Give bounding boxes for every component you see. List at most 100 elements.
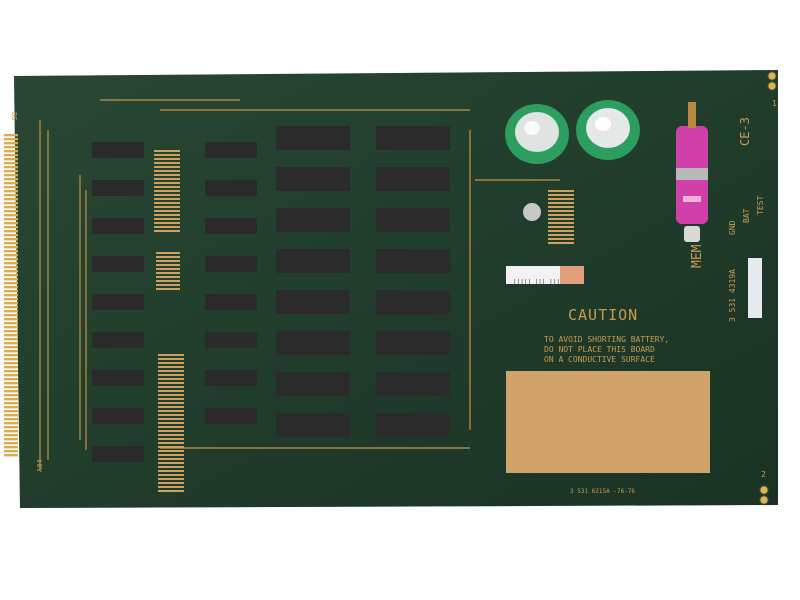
connector-finger xyxy=(4,274,18,277)
connector-finger xyxy=(4,270,18,273)
resistor xyxy=(156,264,180,266)
connector-finger xyxy=(4,174,18,177)
memory-chip xyxy=(376,208,450,232)
connector-finger xyxy=(4,402,18,405)
connector-finger xyxy=(4,242,18,245)
connector-finger xyxy=(4,230,18,233)
resistor xyxy=(154,170,180,172)
logic-chips-middle xyxy=(205,142,257,424)
resistor xyxy=(158,418,184,420)
resistor xyxy=(158,474,184,476)
memory-chip xyxy=(376,290,450,314)
barcode-text: ||||| ||| ||| xyxy=(513,279,560,286)
connector-finger xyxy=(4,162,18,165)
memory-chip xyxy=(376,372,450,396)
connector-finger xyxy=(4,322,18,325)
resistor xyxy=(158,386,184,388)
bat-label: BAT xyxy=(742,208,751,223)
connector-finger xyxy=(4,358,18,361)
resistor xyxy=(154,194,180,196)
resistor xyxy=(548,194,574,196)
connector-finger xyxy=(4,398,18,401)
connector-finger xyxy=(4,258,18,261)
resistor xyxy=(158,362,184,364)
connector-finger xyxy=(4,354,18,357)
connector-finger xyxy=(4,442,18,445)
resistor xyxy=(158,378,184,380)
connector-finger xyxy=(4,218,18,221)
connector-finger xyxy=(4,362,18,365)
resistor xyxy=(548,226,574,228)
resistor xyxy=(548,198,574,200)
memory-chip xyxy=(276,167,350,191)
connector-finger xyxy=(4,282,18,285)
corner-label-2: 2 xyxy=(761,470,766,479)
logic-chip xyxy=(205,142,257,158)
connector-finger xyxy=(4,166,18,169)
resistor xyxy=(154,214,180,216)
connector-finger xyxy=(4,386,18,389)
caution-line-1: TO AVOID SHORTING BATTERY, xyxy=(544,335,670,344)
connector-finger xyxy=(4,202,18,205)
tab-label-2: A84 xyxy=(36,459,44,472)
connector-finger xyxy=(4,194,18,197)
memory-chip xyxy=(376,249,450,273)
connector-finger xyxy=(4,314,18,317)
resistor xyxy=(158,450,184,452)
connector-finger xyxy=(4,370,18,373)
resistor xyxy=(548,222,574,224)
connector-finger xyxy=(4,138,18,141)
resistor xyxy=(158,390,184,392)
resistor-arrays xyxy=(154,150,574,492)
electrolytic-capacitor-1 xyxy=(505,104,569,164)
memory-chip xyxy=(376,413,450,437)
connector-finger xyxy=(4,338,18,341)
resistor xyxy=(154,226,180,228)
resistor xyxy=(158,486,184,488)
logic-chip xyxy=(205,294,257,310)
resistor xyxy=(156,284,180,286)
copper-pad xyxy=(506,371,710,473)
resistor xyxy=(158,462,184,464)
resistor xyxy=(154,218,180,220)
logic-chip xyxy=(205,332,257,348)
memory-chip xyxy=(276,249,350,273)
logic-chip xyxy=(92,332,144,348)
memory-chip xyxy=(276,208,350,232)
resistor xyxy=(548,234,574,236)
connector-finger xyxy=(4,198,18,201)
logic-chip xyxy=(92,370,144,386)
connector-finger xyxy=(4,186,18,189)
resistor xyxy=(156,288,180,290)
resistor xyxy=(158,382,184,384)
connector-finger xyxy=(4,238,18,241)
connector-finger xyxy=(4,342,18,345)
connector-finger xyxy=(4,210,18,213)
logic-chip xyxy=(92,142,144,158)
memory-chip xyxy=(376,331,450,355)
connector-finger xyxy=(4,150,18,153)
resistor xyxy=(158,394,184,396)
connector-finger xyxy=(4,214,18,217)
resistor xyxy=(154,178,180,180)
connector-finger xyxy=(4,450,18,453)
caution-line-2: DO NOT PLACE THIS BOARD xyxy=(544,345,655,354)
connector-finger xyxy=(4,418,18,421)
edge-connector xyxy=(4,134,18,457)
resistor xyxy=(548,190,574,192)
connector-finger xyxy=(4,426,18,429)
connector-finger xyxy=(4,170,18,173)
connector-finger xyxy=(4,446,18,449)
resistor xyxy=(156,252,180,254)
logic-chip xyxy=(92,408,144,424)
resistor xyxy=(154,166,180,168)
resistor xyxy=(154,222,180,224)
resistor xyxy=(548,210,574,212)
resistor xyxy=(154,210,180,212)
connector-finger xyxy=(4,306,18,309)
resistor xyxy=(156,276,180,278)
resistor xyxy=(158,426,184,428)
connector-finger xyxy=(4,434,18,437)
connector-finger xyxy=(4,226,18,229)
resistor xyxy=(548,218,574,220)
